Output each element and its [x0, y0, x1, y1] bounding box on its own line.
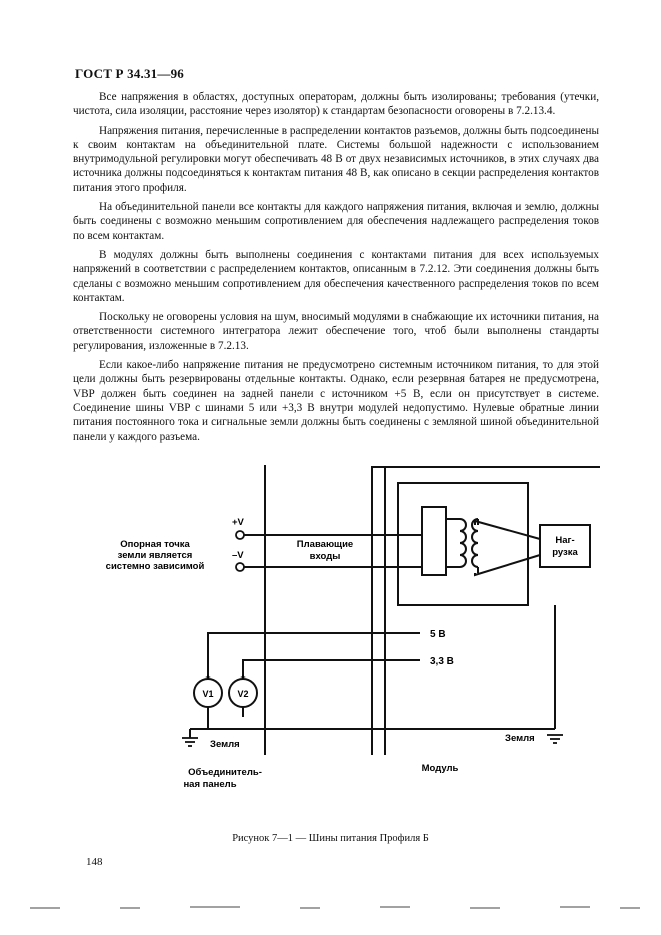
paragraph: Если какое-либо напряжение питания не пр…	[73, 359, 599, 443]
load-label-line2: рузка	[552, 547, 578, 558]
paragraph: Поскольку не оговорены условия на шум, в…	[73, 311, 599, 352]
transformer	[446, 518, 479, 573]
v1-label: V1	[202, 689, 213, 699]
floating-inputs-line1: Плавающие	[297, 539, 353, 550]
rail-5v-label: 5 В	[430, 629, 446, 640]
ground-icon-right	[547, 734, 563, 744]
primary-coil	[459, 518, 467, 568]
floating-inputs-line2: входы	[310, 551, 341, 562]
backplane-label-line2: ная панель	[183, 779, 236, 790]
paragraph: Все напряжения в областях, доступных опе…	[73, 91, 599, 118]
load-label-line1: Наг-	[555, 535, 574, 546]
v1-plus-sign: +	[205, 672, 210, 682]
rail-3v3-label: 3,3 В	[430, 656, 454, 667]
paragraph: Напряжения питания, перечисленные в расп…	[73, 124, 599, 194]
paragraph: В модулях должны быть выполнены соединен…	[73, 248, 599, 304]
scan-footer-marks	[30, 906, 640, 909]
ground-label-left: Земля	[210, 739, 240, 750]
secondary-coil	[471, 518, 479, 568]
ground-icon-left	[182, 737, 198, 747]
backplane-label-line1: Объединитель-	[188, 767, 262, 778]
load-wire-bottom	[474, 554, 541, 577]
body-text: Все напряжения в областях, доступных опе…	[73, 90, 599, 449]
ref-point-line3: системно зависимой	[106, 561, 205, 572]
minus-v-label: –V	[232, 550, 244, 561]
ref-point-line1: Опорная точка	[120, 539, 190, 550]
paragraph: На объединительной панели все контакты д…	[73, 201, 599, 242]
ref-point-line2: земли является	[118, 550, 193, 561]
v2-label: V2	[237, 689, 248, 699]
v2-meter	[228, 678, 258, 708]
minus-v-terminal	[235, 562, 245, 572]
figure-caption: Рисунок 7—1 — Шины питания Профиля Б	[232, 833, 429, 844]
power-bus-diagram: Опорная точка земли является системно за…	[106, 465, 600, 790]
rail-3v3-line	[242, 659, 420, 717]
floating-input-box	[397, 482, 529, 606]
v2-plus-sign: +	[240, 672, 245, 682]
plus-v-terminal	[235, 530, 245, 540]
page-number: 148	[86, 856, 103, 868]
document-header: ГОСТ Р 34.31—96	[75, 66, 184, 81]
power-bus-figure: Опорная точка земли является системно за…	[100, 455, 600, 810]
isolator-box	[421, 506, 447, 576]
module-frame	[371, 466, 600, 755]
load-wire-top	[474, 519, 541, 540]
v1-meter	[193, 678, 223, 708]
plus-v-label: +V	[232, 517, 245, 528]
module-label: Модуль	[422, 763, 459, 774]
load-box	[539, 524, 591, 568]
ground-label-right: Земля	[505, 733, 535, 744]
